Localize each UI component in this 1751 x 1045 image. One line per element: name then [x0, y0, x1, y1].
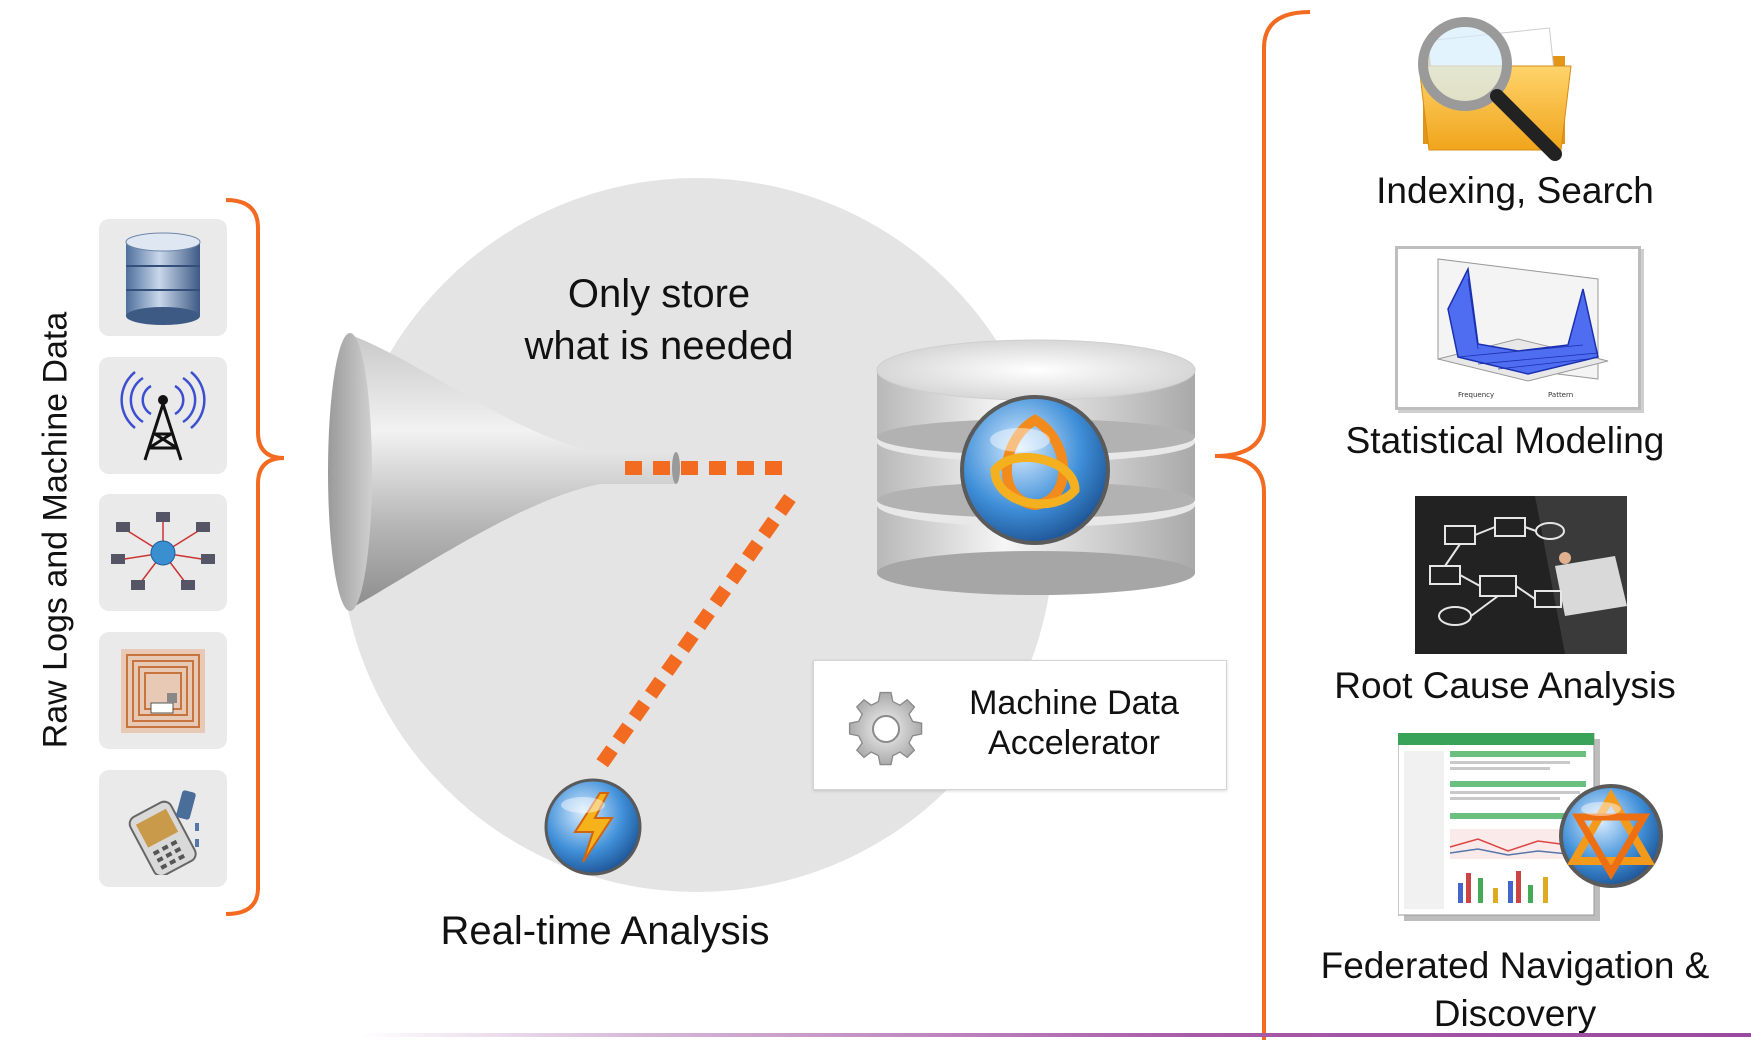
flowchart-drawing-icon — [1415, 496, 1627, 654]
funnel-icon — [328, 333, 680, 611]
output-label-root-cause: Root Cause Analysis — [1334, 665, 1676, 706]
source-tile-radio-tower — [99, 357, 227, 474]
bubble-tail — [873, 585, 950, 670]
store-caption: Only store what is needed — [480, 268, 838, 372]
output-label-indexing: Indexing, Search — [1376, 170, 1654, 211]
source-tile-mobile — [99, 770, 227, 887]
svg-text:Pattern: Pattern — [1548, 391, 1573, 399]
output-label-federated-line1: Federated Navigation & — [1320, 945, 1710, 986]
source-tile-database — [99, 219, 227, 336]
accelerator-box: Machine Data Accelerator — [813, 660, 1227, 790]
source-tile-rfid — [99, 632, 227, 749]
store-caption-line2: what is needed — [524, 324, 794, 368]
right-brace — [1214, 10, 1311, 1040]
triangle-orb-icon — [1559, 784, 1663, 888]
footer-accent-line — [360, 1033, 1751, 1037]
realtime-analysis-label: Real-time Analysis — [440, 909, 770, 953]
mobile-phone-icon — [128, 789, 199, 875]
lightning-orb-icon — [544, 778, 642, 876]
database-icon — [125, 232, 201, 325]
trefoil-orb-icon — [960, 395, 1110, 545]
svg-text:Frequency: Frequency — [1458, 391, 1494, 399]
dashboard-report-icon — [1397, 732, 1663, 923]
statistical-plot-icon: Frequency Pattern — [1395, 246, 1641, 410]
folder-search-icon — [1418, 17, 1572, 161]
rfid-tag-icon — [121, 648, 205, 733]
source-tile-network — [99, 494, 227, 611]
accelerator-label-line1: Machine Data — [969, 684, 1179, 722]
output-label-statistical: Statistical Modeling — [1345, 420, 1665, 461]
radio-tower-icon — [120, 370, 206, 460]
accelerator-label: Machine Data Accelerator — [944, 683, 1204, 763]
output-label-federated-line2: Discovery — [1433, 993, 1597, 1035]
store-caption-line1: Only store — [567, 272, 751, 316]
side-label: Raw Logs and Machine Data — [36, 311, 75, 749]
gear-icon — [848, 691, 923, 766]
network-icon — [111, 511, 215, 590]
accelerator-label-line2: Accelerator — [988, 724, 1160, 763]
output-label-federated: Federated Navigation & Discovery — [1280, 942, 1750, 1038]
left-brace — [225, 198, 285, 916]
